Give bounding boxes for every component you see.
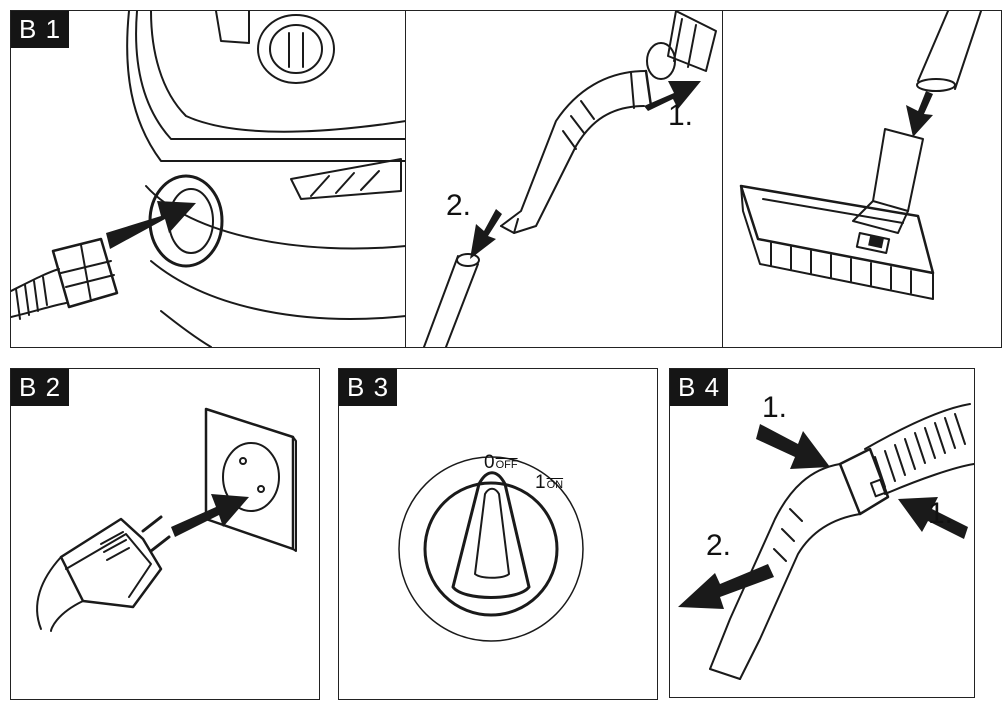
b4-handle-release-illustration (678, 403, 974, 680)
b4-step-label-2: 2. (706, 529, 732, 562)
b1-handle-illustration (423, 11, 717, 347)
b2-plug-socket-illustration (36, 407, 297, 632)
switch-off-position-label: 0OFF (484, 452, 518, 474)
b1-panel-floor-nozzle (722, 10, 1002, 348)
b2-panel-plug-socket: B 2 (10, 368, 320, 700)
b1-step-label-2: 2. (446, 189, 472, 222)
b1-step-label-1: 1. (668, 99, 694, 132)
b3-panel-power-switch: B 3 0OFF 1ON (338, 368, 658, 700)
b1-panel-hose-inlet: B 1 (10, 10, 407, 348)
b1-panel-handle-connect: 1. 2. (405, 10, 724, 348)
b3-rotary-switch-illustration (398, 456, 584, 642)
switch-off-text: OFF (495, 459, 518, 471)
b4-section-tag: B 4 (670, 369, 729, 406)
b2-section-tag: B 2 (11, 369, 70, 406)
b1-section-tag: B 1 (11, 11, 70, 48)
b4-step-label-1-top: 1. (762, 391, 788, 424)
switch-on-text: ON (546, 479, 564, 491)
b1-floor-nozzle-illustration (739, 11, 982, 300)
b4-step-label-1-right: 1. (928, 497, 954, 530)
b3-section-tag: B 3 (339, 369, 398, 406)
b1-hose-inlet-illustration (11, 11, 406, 347)
switch-on-position-label: 1ON (535, 472, 563, 494)
b4-panel-release-handle: B 4 1. 1. 2. (669, 368, 975, 698)
switch-off-number: 0 (484, 452, 495, 473)
switch-on-number: 1 (535, 472, 546, 493)
